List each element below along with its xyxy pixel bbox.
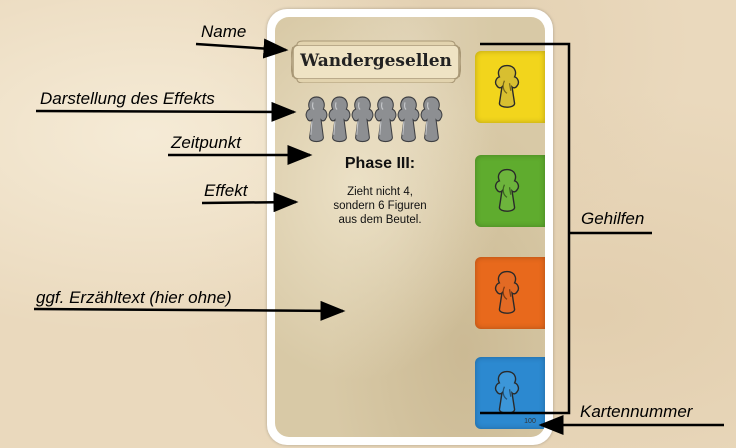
helper-orange xyxy=(475,257,545,329)
yellow-meeple-icon xyxy=(494,64,520,108)
effect-text: Zieht nicht 4, sondern 6 Figuren aus dem… xyxy=(305,185,455,227)
label-effect: Effekt xyxy=(204,181,248,200)
grey-meeple-figure xyxy=(351,96,374,143)
effect-line: Zieht nicht 4, xyxy=(347,186,413,198)
effect-line: sondern 6 Figuren xyxy=(333,200,427,212)
orange-meeple-icon xyxy=(494,270,520,314)
helper-green xyxy=(475,155,545,227)
card-face: Wandergesellen Phase III: Zieht nicht 4,… xyxy=(275,17,545,437)
blue-meeple-icon xyxy=(494,370,520,414)
grey-meeple-figure xyxy=(374,96,397,143)
label-story-text: ggf. Erzähltext (hier ohne) xyxy=(36,288,232,307)
label-timing: Zeitpunkt xyxy=(171,133,241,152)
label-helpers: Gehilfen xyxy=(581,209,645,228)
green-meeple-icon xyxy=(494,168,520,212)
grey-meeple-figure xyxy=(328,96,351,143)
card-name: Wandergesellen xyxy=(300,51,452,71)
grey-meeple-figure xyxy=(397,96,420,143)
arrow-effect-display xyxy=(35,101,297,122)
effect-figures xyxy=(305,96,443,143)
helper-yellow xyxy=(475,51,545,123)
grey-meeple-figure xyxy=(305,96,328,143)
effect-line: aus dem Beutel. xyxy=(338,214,422,226)
label-effect-display: Darstellung des Effekts xyxy=(40,89,215,108)
card: Wandergesellen Phase III: Zieht nicht 4,… xyxy=(267,9,553,445)
label-name: Name xyxy=(201,22,247,41)
phase-label: Phase III: xyxy=(344,155,416,172)
name-scroll: Wandergesellen xyxy=(291,39,461,83)
card-number: 100 xyxy=(524,418,536,425)
label-card-number: Kartennummer xyxy=(580,402,693,421)
grey-meeple-figure xyxy=(420,96,443,143)
